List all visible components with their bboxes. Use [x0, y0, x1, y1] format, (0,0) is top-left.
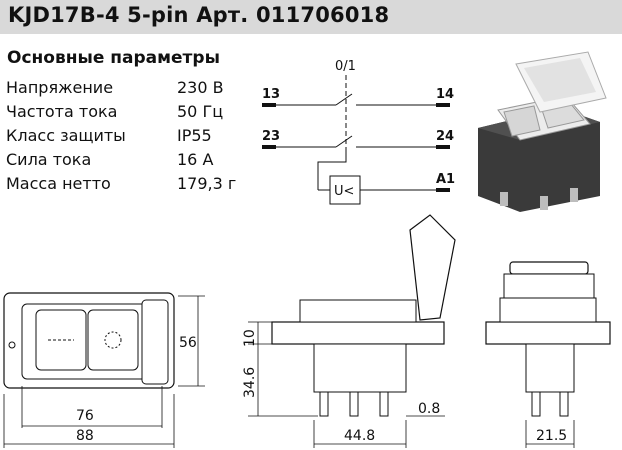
- side-view: 10 34.6 44.8 0.8: [242, 214, 456, 448]
- green-button: [503, 105, 541, 137]
- param-row-current: Сила тока 16 А: [6, 150, 236, 174]
- dim-inner-width: 76: [76, 408, 94, 424]
- param-name: Напряжение: [6, 78, 114, 97]
- contact-2: [335, 135, 353, 148]
- dim-body: 34.6: [242, 367, 258, 398]
- open-cover: [409, 214, 456, 321]
- param-name: Сила тока: [6, 150, 92, 169]
- dim-offset: 0.8: [418, 401, 440, 417]
- param-value: 230 В: [177, 78, 224, 97]
- dim-end-width: 21.5: [536, 428, 567, 444]
- terminal-14-mark: [436, 103, 450, 107]
- dim-top: 10: [242, 329, 258, 347]
- terminal-24-label: 24: [436, 129, 454, 144]
- param-row-voltage: Напряжение 230 В: [6, 78, 236, 102]
- terminal-13-mark: [262, 103, 276, 107]
- dim-height: 56: [179, 335, 197, 351]
- product-title: KJD17B-4 5-pin Арт. 011706018: [8, 3, 390, 27]
- param-value: IP55: [177, 126, 212, 145]
- param-name: Частота тока: [6, 102, 118, 121]
- terminal-23-mark: [262, 145, 276, 149]
- param-row-protection: Класс защиты IP55: [6, 126, 236, 150]
- terminal-23-label: 23: [262, 129, 280, 144]
- params-heading: Основные параметры: [7, 48, 220, 68]
- off-button-outline: [87, 309, 139, 371]
- param-name: Масса нетто: [6, 174, 111, 193]
- terminal-a1-mark: [436, 188, 450, 192]
- param-value: 16 А: [177, 150, 214, 169]
- end-view: 21.5: [485, 261, 611, 448]
- param-value: 179,3 г: [177, 174, 237, 193]
- dim-outer-width: 88: [76, 428, 94, 444]
- coil-wire-top: [317, 150, 347, 190]
- terminal-24-mark: [436, 145, 450, 149]
- cover-hinge: [141, 299, 169, 385]
- param-value: 50 Гц: [177, 102, 224, 121]
- terminal-a1-label: A1: [436, 172, 455, 187]
- terminal-13-label: 13: [262, 87, 280, 102]
- param-row-weight: Масса нетто 179,3 г: [6, 174, 236, 198]
- switch-label: 0/1: [335, 59, 356, 74]
- coil-label: U<: [334, 184, 354, 199]
- front-view: 56 76 88: [3, 292, 205, 448]
- cover-inner: [524, 58, 596, 102]
- title-bar: KJD17B-4 5-pin Арт. 011706018: [0, 0, 622, 34]
- terminal-14-label: 14: [436, 87, 454, 102]
- pin: [570, 188, 578, 202]
- dim-side-width: 44.8: [344, 428, 375, 444]
- param-row-frequency: Частота тока 50 Гц: [6, 102, 236, 126]
- contact-1: [335, 93, 353, 106]
- pin: [500, 192, 508, 206]
- param-name: Класс защиты: [6, 126, 126, 145]
- pin: [540, 196, 548, 210]
